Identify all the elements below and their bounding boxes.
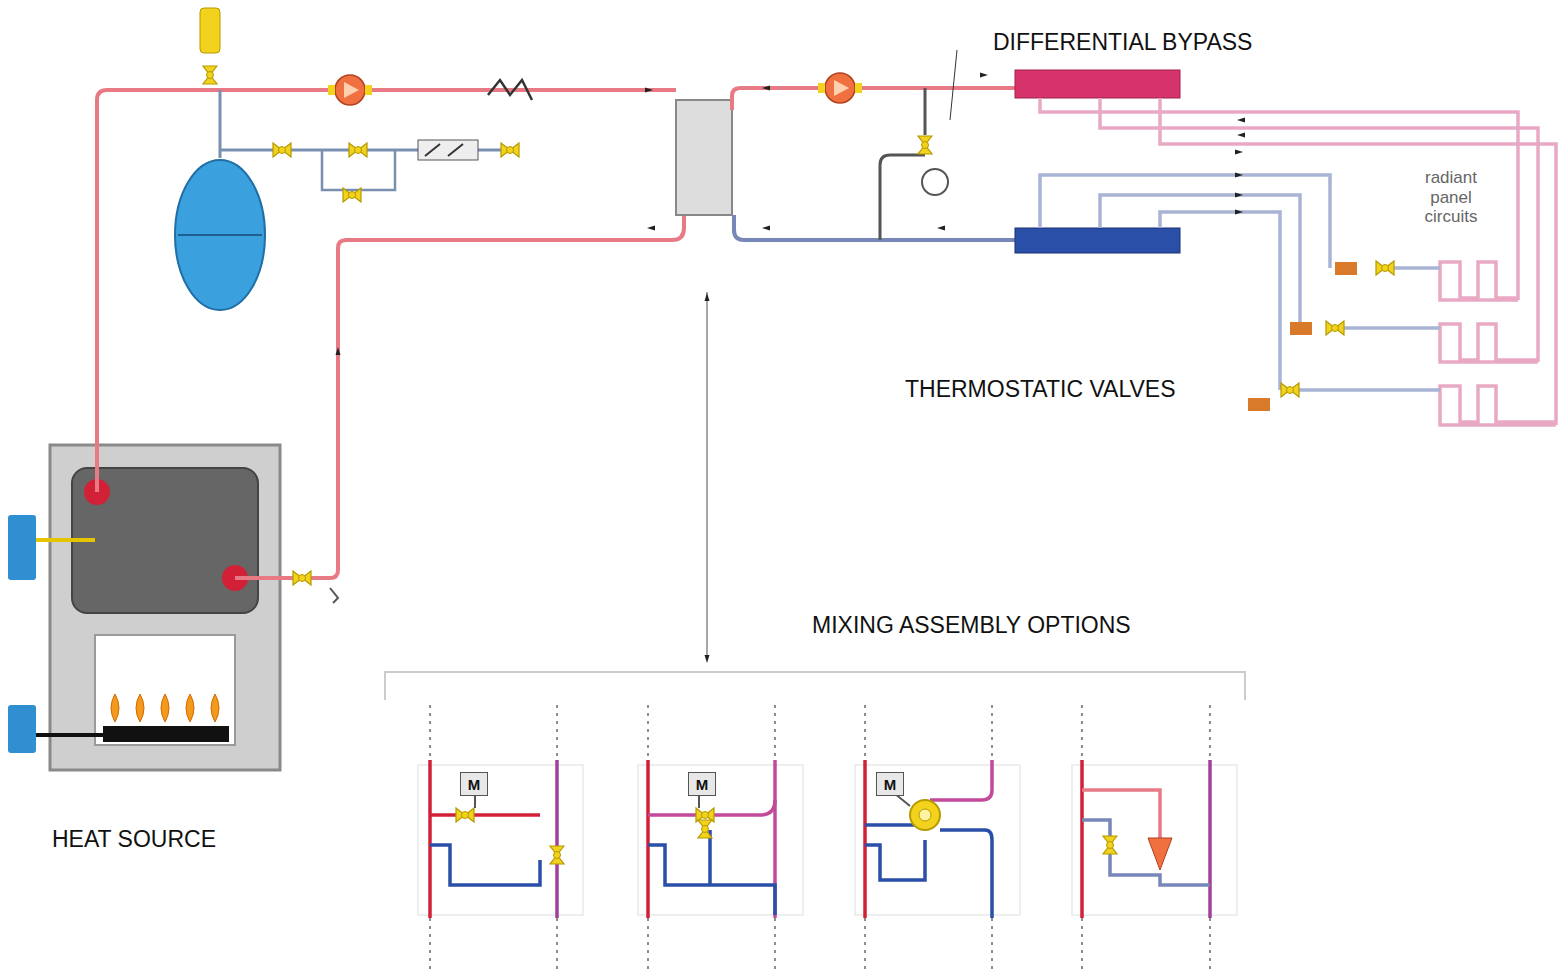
actuator-letter: M: [468, 776, 481, 793]
caption-label: MIXING ASSEMBLY OPTIONS: [812, 613, 1131, 638]
actuator-letter: M: [884, 776, 897, 793]
caption-label: THERMOSTATIC VALVES: [905, 377, 1176, 402]
actuator-letter: M: [696, 776, 709, 793]
primary-pipe: [97, 90, 684, 578]
caption-label: HEAT SOURCE: [52, 827, 216, 852]
caption-label: DIFFERENTIAL BYPASS: [993, 30, 1252, 55]
boiler: [8, 445, 280, 770]
actuator-box: M: [876, 772, 904, 796]
actuator-box: M: [688, 772, 716, 796]
circuit-label: radiant panel circuits: [1405, 168, 1497, 227]
actuator-box: M: [460, 772, 488, 796]
